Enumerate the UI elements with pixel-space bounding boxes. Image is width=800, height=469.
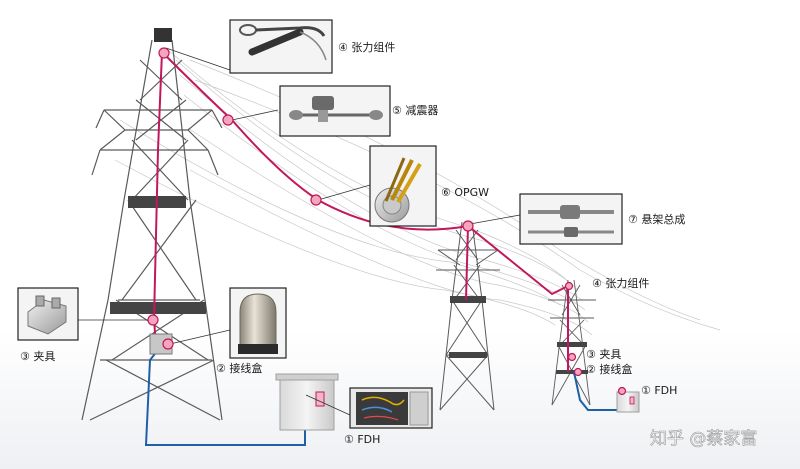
inset-suspension: [519, 193, 623, 245]
inset-splice-closure: [229, 287, 287, 359]
watermark: 知乎 @蔡家富: [650, 429, 757, 449]
tower-middle-platform-lower: [449, 352, 487, 358]
fdh-cabinet-bottom: [275, 373, 339, 431]
leader-lines: [78, 47, 521, 416]
tower-small-platform-lower: [556, 370, 588, 374]
tower-small: [548, 279, 596, 406]
label-fdh-right: ① FDH: [641, 384, 677, 397]
label-clamp-right: ③ 夹具: [586, 348, 621, 361]
label-damper: ⑤ 减震器: [392, 104, 438, 117]
label-tension-top: ④ 张力组件: [338, 40, 395, 54]
inset-fdh-interior: [349, 387, 433, 429]
tower-large-platform-lower: [110, 302, 206, 314]
inset-clamp: [17, 287, 79, 341]
tower-small-platform: [557, 342, 587, 347]
label-tension-right: ④ 张力组件: [592, 276, 649, 290]
fiber-cable: [144, 349, 620, 446]
marker-dots: [147, 47, 627, 396]
label-splice-right: ② 接线盒: [586, 362, 632, 376]
inset-tension-assembly: [229, 19, 333, 74]
label-opgw: ⑥ OPGW: [441, 186, 489, 199]
label-clamp-left: ③ 夹具: [20, 350, 55, 363]
label-fdh-bottom: ① FDH: [344, 433, 380, 446]
inset-opgw: [369, 145, 437, 227]
fdh-cabinet-right: [616, 391, 640, 413]
tower-middle-platform: [450, 296, 486, 303]
inset-damper: [279, 85, 391, 137]
label-suspension: ⑦ 悬架总成: [628, 212, 685, 226]
label-splice-left: ② 接线盒: [216, 361, 262, 375]
